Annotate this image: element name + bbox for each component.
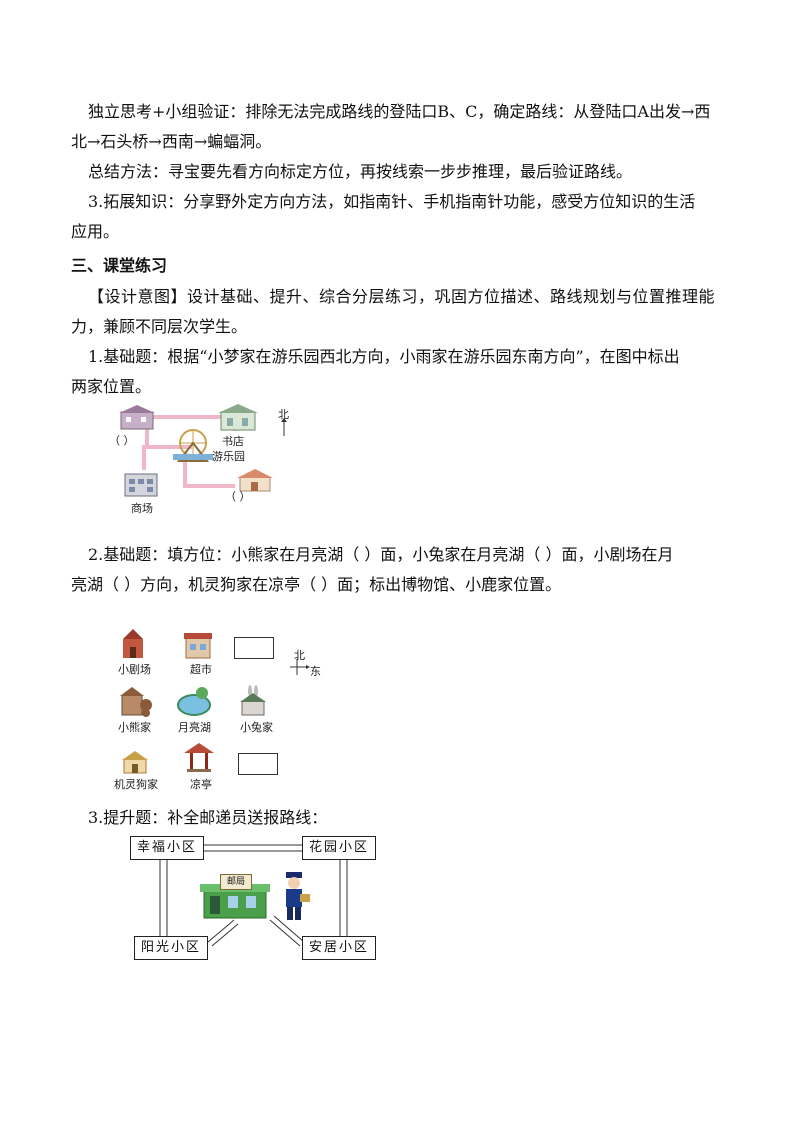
market-icon bbox=[184, 633, 212, 659]
bear-house-icon bbox=[120, 687, 152, 717]
dog-house-icon bbox=[122, 751, 148, 774]
blank-northwest: （ ） bbox=[109, 434, 135, 447]
mall-icon bbox=[124, 473, 158, 497]
postman-icon bbox=[286, 872, 310, 920]
north-label: 北 bbox=[294, 649, 305, 662]
question-2-line1: 2.基础题：填方位：小熊家在月亮湖（ ）面，小兔家在月亮湖（ ）面，小剧场在月 bbox=[88, 545, 674, 564]
theater-icon bbox=[123, 629, 143, 658]
bookstore-label: 书店 bbox=[222, 435, 244, 448]
blank-southeast: （ ） bbox=[225, 490, 251, 503]
location-xingfu: 幸福小区 bbox=[130, 836, 204, 860]
rabbit-house-label: 小兔家 bbox=[240, 721, 273, 734]
paragraph-route-line1: 独立思考+小组验证：排除无法完成路线的登陆口B、C，确定路线：从登陆口A出发→西 bbox=[88, 102, 711, 121]
map-postman-route: 幸福小区 花园小区 阳光小区 安居小区 邮局 bbox=[130, 834, 380, 964]
section-heading: 三、课堂练习 bbox=[71, 256, 168, 275]
location-huayuan: 花园小区 bbox=[302, 836, 376, 860]
lake-label: 月亮湖 bbox=[178, 721, 211, 734]
paragraph-extension-line2: 应用。 bbox=[71, 222, 120, 241]
theater-label: 小剧场 bbox=[118, 663, 151, 676]
location-yangguang: 阳光小区 bbox=[134, 936, 208, 960]
house-icon bbox=[119, 405, 155, 430]
lake-icon bbox=[177, 687, 211, 716]
question-2-line2: 亮湖（ ）方向，机灵狗家在凉亭（ ）面；标出博物馆、小鹿家位置。 bbox=[71, 575, 562, 594]
east-label: 东 bbox=[310, 665, 321, 678]
paragraph-summary: 总结方法：寻宝要先看方向标定方位，再按线索一步步推理，最后验证路线。 bbox=[88, 162, 633, 181]
compass-icon bbox=[290, 659, 310, 675]
house-icon bbox=[237, 469, 273, 492]
paragraph-route-line2: 北→石头桥→西南→蝙蝠洞。 bbox=[71, 132, 272, 151]
post-office-icon bbox=[200, 884, 270, 919]
paragraph-extension-line1: 3.拓展知识：分享野外定方向方法，如指南针、手机指南针功能，感受方位知识的生活 bbox=[88, 192, 696, 211]
bookstore-icon bbox=[218, 404, 258, 431]
dog-house-label: 机灵狗家 bbox=[114, 778, 158, 791]
bear-house-label: 小熊家 bbox=[118, 721, 151, 734]
rabbit-house-icon bbox=[240, 685, 266, 716]
market-label: 超市 bbox=[190, 663, 212, 676]
post-office-sign: 邮局 bbox=[220, 874, 252, 890]
question-3: 3.提升题：补全邮递员送报路线： bbox=[88, 808, 328, 827]
route-lines bbox=[159, 844, 348, 947]
pavilion-icon bbox=[184, 743, 214, 772]
mall-label: 商场 bbox=[131, 502, 153, 515]
blank-box-museum bbox=[234, 637, 274, 659]
design-intent-line1: 【设计意图】设计基础、提升、综合分层练习，巩固方位描述、路线规划与位置推理能 bbox=[88, 287, 716, 306]
location-anju: 安居小区 bbox=[302, 936, 376, 960]
ferris-wheel-icon bbox=[173, 429, 213, 462]
blank-box-deer-house bbox=[238, 753, 278, 775]
design-intent-line2: 力，兼顾不同层次学生。 bbox=[71, 317, 248, 336]
north-label: 北 bbox=[278, 408, 289, 421]
pavilion-label: 凉亭 bbox=[190, 778, 212, 791]
park-label: 游乐园 bbox=[212, 450, 245, 463]
map-amusement-park: （ ） 书店 游乐园 北 商场 （ ） bbox=[105, 400, 305, 518]
question-1-line2: 两家位置。 bbox=[71, 377, 152, 396]
north-arrow-icon bbox=[281, 418, 287, 436]
map-moon-lake: 小剧场 超市 北 东 小熊家 月亮湖 小兔家 机灵狗家 bbox=[110, 625, 340, 795]
question-1-line1: 1.基础题：根据“小梦家在游乐园西北方向，小雨家在游乐园东南方向”，在图中标出 bbox=[88, 347, 680, 366]
